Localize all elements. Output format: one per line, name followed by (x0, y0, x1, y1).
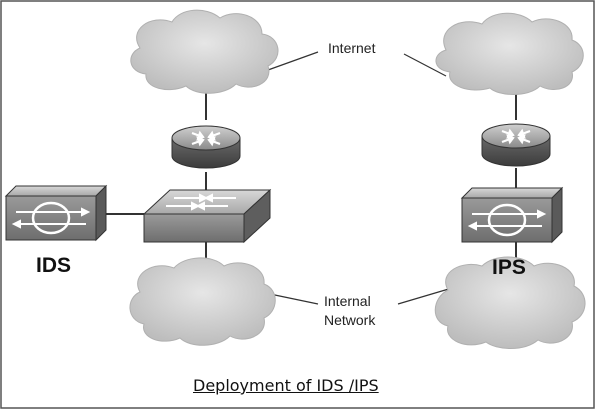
ips-label: IPS (492, 256, 526, 279)
router-right (481, 123, 551, 167)
ips-appliance (460, 186, 564, 244)
ids-label: IDS (36, 254, 72, 277)
internet-cloud-left (130, 9, 279, 94)
router-left (171, 125, 241, 169)
leader-internet-left (267, 51, 319, 71)
internal-label-line1: Internal (324, 293, 371, 309)
leader-internal-left (269, 293, 319, 305)
diagram-caption: Deployment of IDS /IPS (193, 376, 379, 395)
leader-internet-right (403, 53, 447, 77)
switch (142, 188, 272, 244)
internal-network-cloud-left (129, 257, 276, 346)
internal-network-cloud-right (434, 256, 586, 349)
leader-internal-right (397, 287, 453, 305)
ids-appliance (4, 184, 108, 242)
internet-label: Internet (328, 40, 376, 56)
internal-label-line2: Network (324, 312, 376, 328)
internet-cloud-right (435, 12, 584, 95)
